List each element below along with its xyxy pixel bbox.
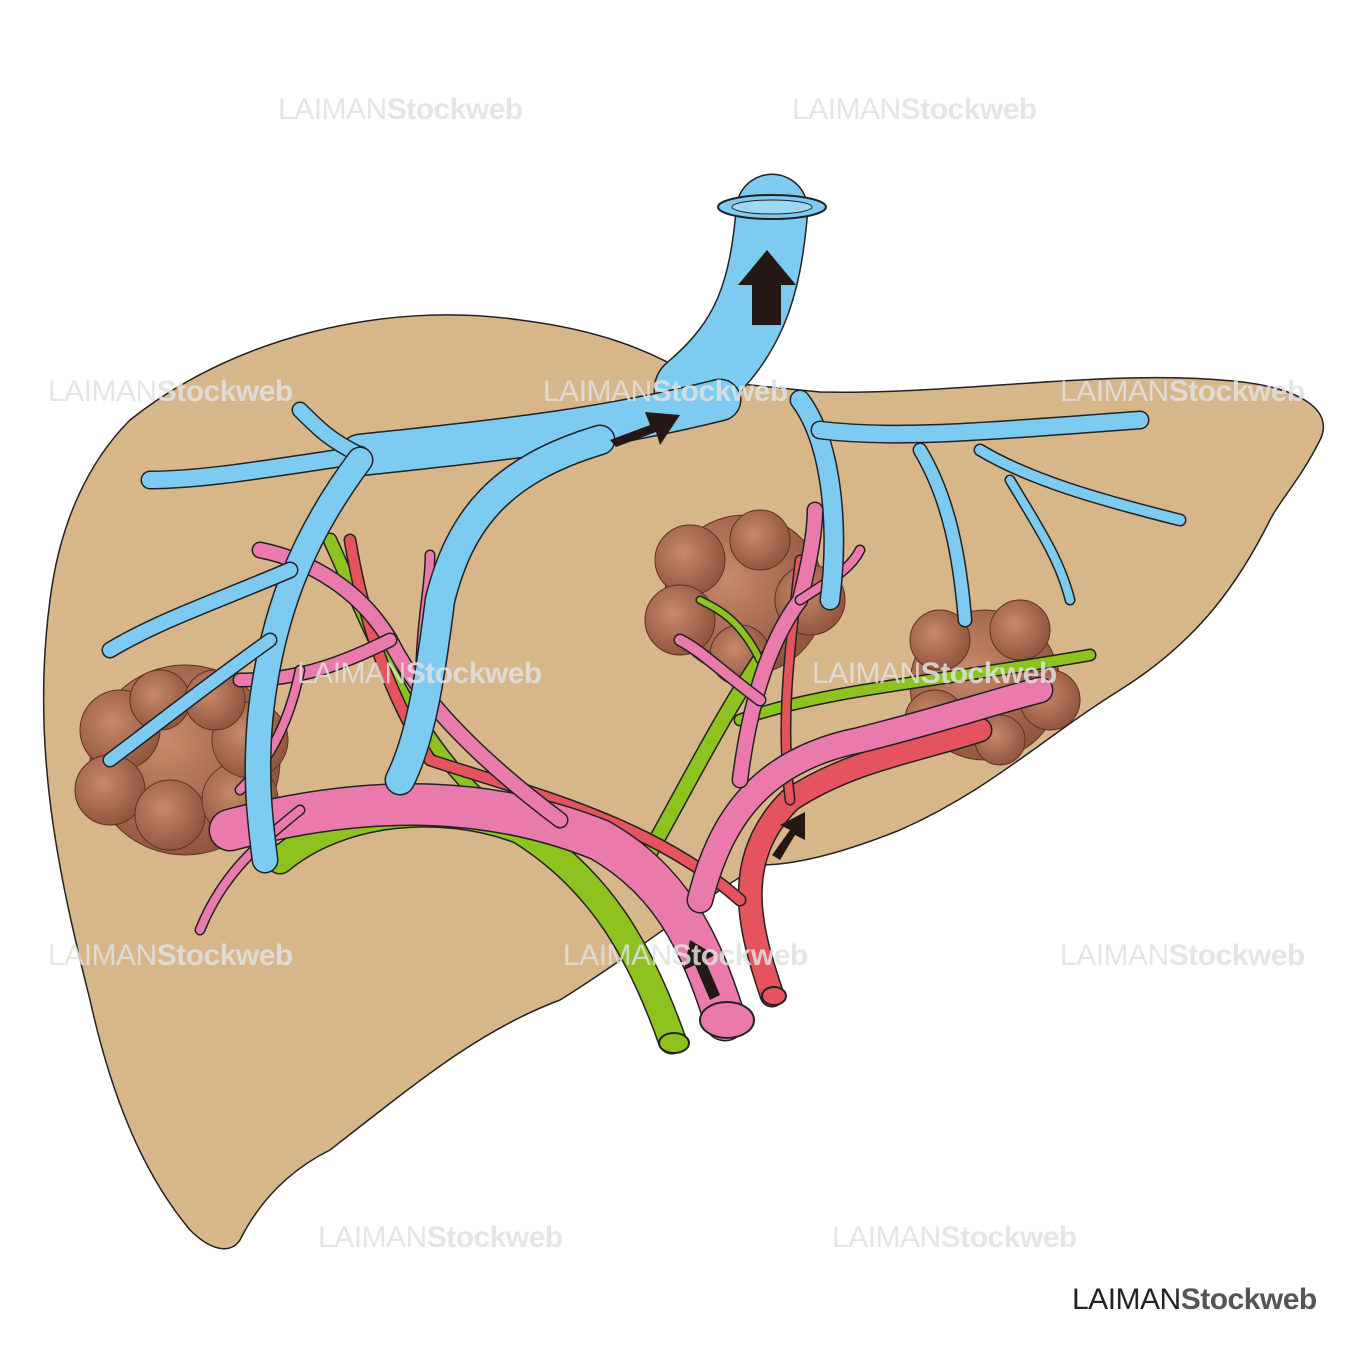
vessel-branch bbox=[675, 635, 765, 705]
vessel-branch bbox=[688, 678, 1052, 912]
vessel-branch bbox=[655, 175, 807, 425]
vessel-branch bbox=[1006, 476, 1074, 604]
arrow-up-icon bbox=[772, 812, 805, 860]
portal-vein-opening bbox=[699, 1001, 755, 1039]
watermark: LAIMANStockweb bbox=[1060, 939, 1305, 972]
watermark: LAIMANStockweb bbox=[812, 657, 1057, 690]
vessel-branch bbox=[812, 412, 1148, 443]
logo-text-stockweb: Stockweb bbox=[1180, 1283, 1318, 1316]
brand-logo: LAIMANStockweb bbox=[1072, 1283, 1317, 1317]
watermark: LAIMANStockweb bbox=[543, 375, 788, 408]
vessel-branch bbox=[733, 503, 822, 787]
arrow-up-icon bbox=[684, 940, 720, 1000]
watermark: LAIMANStockweb bbox=[832, 1221, 1077, 1254]
artery-opening bbox=[761, 986, 787, 1006]
vessel-branch bbox=[340, 380, 740, 475]
vessel-branch bbox=[104, 634, 276, 766]
logo-text-laiman: LAIMAN bbox=[1072, 1283, 1181, 1316]
watermark: LAIMANStockweb bbox=[48, 939, 293, 972]
arrow-right-icon bbox=[610, 412, 680, 447]
watermark: LAIMANStockweb bbox=[297, 657, 542, 690]
arrow-up-icon bbox=[738, 250, 796, 325]
watermark: LAIMANStockweb bbox=[563, 939, 808, 972]
watermark: LAIMANStockweb bbox=[278, 93, 523, 126]
vessel-branch bbox=[975, 445, 1185, 525]
vessel-branch bbox=[210, 784, 745, 1040]
watermark: LAIMANStockweb bbox=[318, 1221, 563, 1254]
hepatic-veins bbox=[101, 173, 1187, 874]
vessel-branch bbox=[245, 448, 372, 872]
bile-duct-opening bbox=[658, 1032, 690, 1054]
vessel-branch bbox=[142, 447, 368, 488]
watermark: LAIMANStockweb bbox=[792, 93, 1037, 126]
vessel-branch bbox=[791, 391, 843, 609]
vessel-branch bbox=[386, 426, 614, 794]
vessel-branch bbox=[103, 563, 297, 657]
vessel-branch bbox=[196, 806, 304, 934]
hepatic-vein-lumen bbox=[731, 199, 813, 215]
vessel-branch bbox=[914, 444, 971, 626]
watermark: LAIMANStockweb bbox=[1060, 375, 1305, 408]
vessel-branch bbox=[697, 597, 763, 663]
vessel-branch bbox=[735, 650, 1095, 725]
watermark: LAIMANStockweb bbox=[48, 375, 293, 408]
